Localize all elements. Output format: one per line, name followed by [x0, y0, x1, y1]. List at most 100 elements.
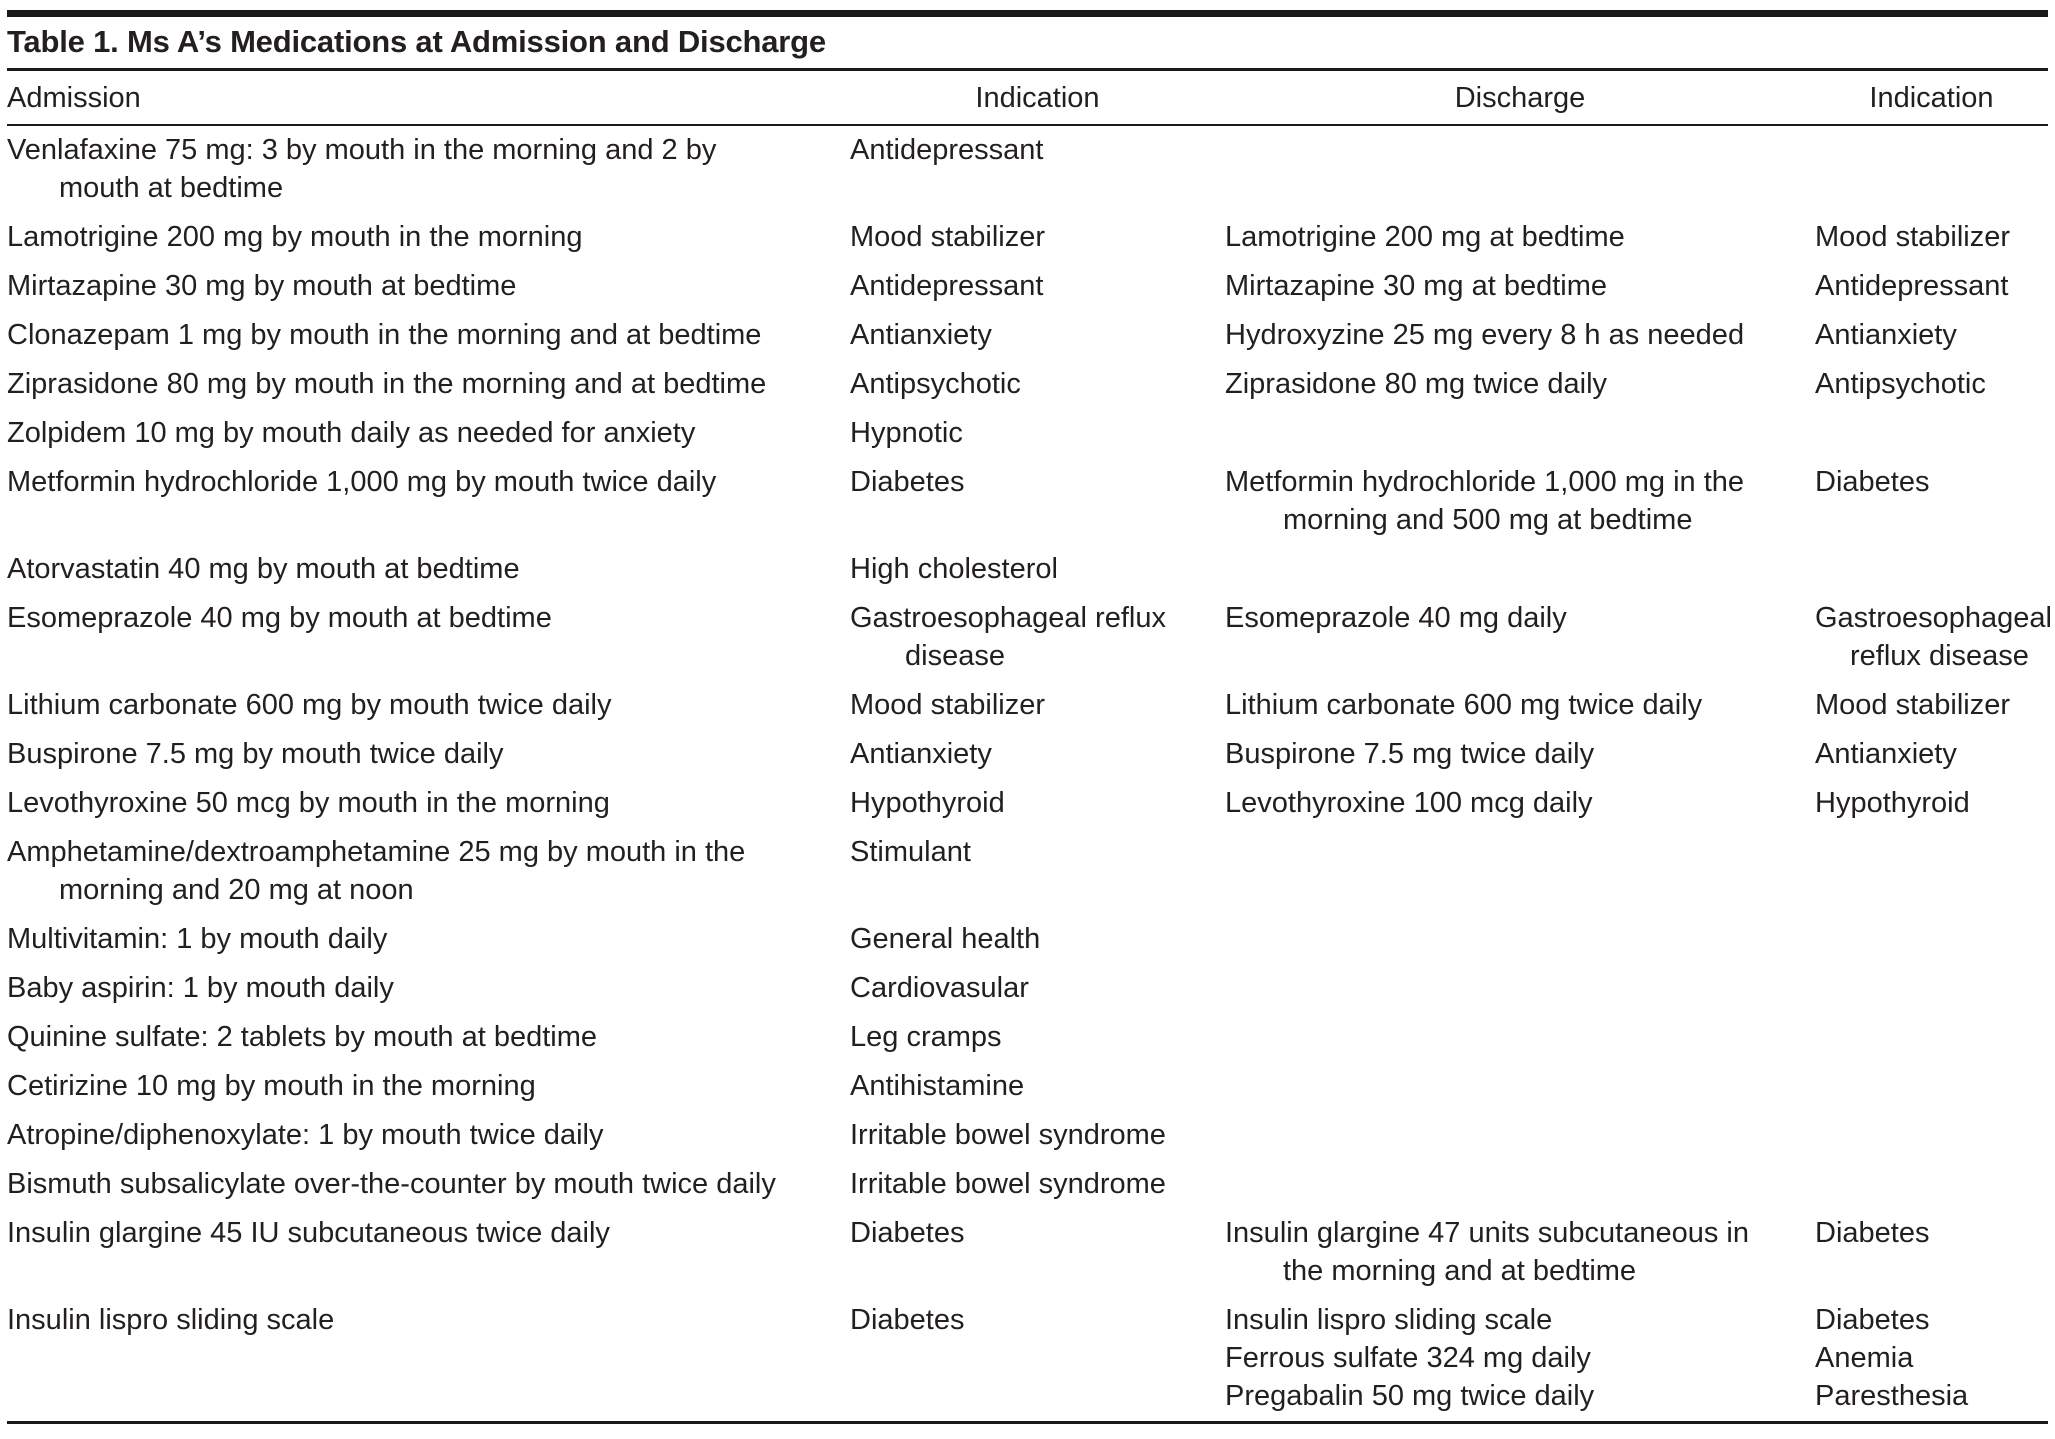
cell-line: Buspirone 7.5 mg twice daily [1225, 738, 1595, 770]
admission-cell: Venlafaxine 75 mg: 3 by mouth in the mor… [7, 125, 850, 213]
table-row: Clonazepam 1 mg by mouth in the morning … [7, 311, 2048, 360]
cell-line: Hypothyroid [850, 787, 1005, 819]
discharge-indication-cell [1815, 915, 2048, 964]
discharge-cell: Esomeprazole 40 mg daily [1225, 594, 1815, 681]
table-title: Table 1. Ms A’s Medications at Admission… [7, 24, 826, 59]
indication-cell: Diabetes [850, 458, 1225, 545]
cell-line: Lithium carbonate 600 mg by mouth twice … [7, 689, 612, 721]
cell-line: Pregabalin 50 mg twice daily [1225, 1380, 1595, 1412]
cell-line: Stimulant [850, 836, 971, 868]
indication-cell: Antipsychotic [850, 360, 1225, 409]
admission-cell: Multivitamin: 1 by mouth daily [7, 915, 850, 964]
cell-line: Insulin glargine 47 units subcutaneous i… [1225, 1217, 1749, 1287]
discharge-indication-cell: Diabetes [1815, 1209, 2048, 1296]
cell-line: Diabetes [1815, 1304, 1930, 1336]
cell-line: Bismuth subsalicylate over-the-counter b… [7, 1168, 776, 1200]
admission-cell: Esomeprazole 40 mg by mouth at bedtime [7, 594, 850, 681]
table-row: Levothyroxine 50 mcg by mouth in the mor… [7, 779, 2048, 828]
cell-line: Mood stabilizer [850, 221, 1046, 253]
indication-cell: Mood stabilizer [850, 213, 1225, 262]
discharge-indication-cell [1815, 1160, 2048, 1209]
cell-line: Insulin glargine 45 IU subcutaneous twic… [7, 1217, 610, 1249]
discharge-cell: Insulin glargine 47 units subcutaneous i… [1225, 1209, 1815, 1296]
discharge-indication-cell [1815, 1062, 2048, 1111]
cell-line: Antianxiety [850, 319, 992, 351]
discharge-indication-cell: Antianxiety [1815, 730, 2048, 779]
table-row: Bismuth subsalicylate over-the-counter b… [7, 1160, 2048, 1209]
cell-line: Hydroxyzine 25 mg every 8 h as needed [1225, 319, 1745, 351]
cell-line: Esomeprazole 40 mg daily [1225, 602, 1567, 634]
cell-line: Diabetes [850, 1304, 965, 1336]
title-rule [7, 68, 2048, 71]
admission-cell: Ziprasidone 80 mg by mouth in the mornin… [7, 360, 850, 409]
indication-cell: Leg cramps [850, 1013, 1225, 1062]
cell-line: Lamotrigine 200 mg at bedtime [1225, 221, 1625, 253]
cell-line: Irritable bowel syndrome [850, 1168, 1166, 1200]
cell-line: Esomeprazole 40 mg by mouth at bedtime [7, 602, 552, 634]
discharge-indication-cell: Hypothyroid [1815, 779, 2048, 828]
discharge-cell [1225, 915, 1815, 964]
cell-line: Atropine/diphenoxylate: 1 by mouth twice… [7, 1119, 604, 1151]
table-row: Mirtazapine 30 mg by mouth at bedtime Ant… [7, 262, 2048, 311]
table-row: Atropine/diphenoxylate: 1 by mouth twice… [7, 1111, 2048, 1160]
indication-cell: Irritable bowel syndrome [850, 1160, 1225, 1209]
discharge-cell [1225, 828, 1815, 915]
discharge-indication-cell [1815, 409, 2048, 458]
cell-line: Antianxiety [850, 738, 992, 770]
discharge-cell: Levothyroxine 100 mcg daily [1225, 779, 1815, 828]
cell-line: Leg cramps [850, 1021, 1002, 1053]
cell-line: Zolpidem 10 mg by mouth daily as needed … [7, 417, 696, 449]
table-row: Amphetamine/dextroamphetamine 25 mg by m… [7, 828, 2048, 915]
discharge-indication-cell [1815, 1111, 2048, 1160]
discharge-cell: Ziprasidone 80 mg twice daily [1225, 360, 1815, 409]
cell-line: Antidepressant [850, 270, 1044, 302]
discharge-indication-cell: Antipsychotic [1815, 360, 2048, 409]
table-row: Lamotrigine 200 mg by mouth in the morni… [7, 213, 2048, 262]
discharge-cell: Metformin hydrochloride 1,000 mg in the … [1225, 458, 1815, 545]
cell-line: Baby aspirin: 1 by mouth daily [7, 972, 394, 1004]
admission-cell: Atropine/diphenoxylate: 1 by mouth twice… [7, 1111, 850, 1160]
table-row: Esomeprazole 40 mg by mouth at bedtime Ga… [7, 594, 2052, 681]
cell-line: Anemia [1815, 1342, 1914, 1374]
cell-line: Mirtazapine 30 mg by mouth at bedtime [7, 270, 517, 302]
discharge-cell: Lamotrigine 200 mg at bedtime [1225, 213, 1815, 262]
cell-line: General health [850, 923, 1041, 955]
cell-line: Mood stabilizer [1815, 221, 2011, 253]
table-row: Zolpidem 10 mg by mouth daily as needed … [7, 409, 2048, 458]
discharge-cell: Mirtazapine 30 mg at bedtime [1225, 262, 1815, 311]
cell-line: Mood stabilizer [1815, 689, 2011, 721]
column-header-discharge: Discharge [1225, 71, 1815, 126]
discharge-cell [1225, 1111, 1815, 1160]
table-row: Lithium carbonate 600 mg by mouth twice … [7, 681, 2048, 730]
cell-line: Antidepressant [850, 134, 1044, 166]
admission-cell: Baby aspirin: 1 by mouth daily [7, 964, 850, 1013]
indication-cell: Antidepressant [850, 262, 1225, 311]
cell-line: Diabetes [1815, 1217, 1930, 1249]
cell-line: Hypnotic [850, 417, 963, 449]
discharge-cell [1225, 1062, 1815, 1111]
indication-cell: General health [850, 915, 1225, 964]
cell-line: Levothyroxine 100 mcg daily [1225, 787, 1593, 819]
cell-line: Antipsychotic [850, 368, 1021, 400]
admission-cell: Lamotrigine 200 mg by mouth in the morni… [7, 213, 850, 262]
top-rule-bar [7, 10, 2048, 17]
cell-line: Metformin hydrochloride 1,000 mg in the … [1225, 466, 1745, 536]
column-header-discharge-indication: Indication [1815, 71, 2048, 126]
cell-line: Quinine sulfate: 2 tablets by mouth at b… [7, 1021, 598, 1053]
admission-cell: Metformin hydrochloride 1,000 mg by mout… [7, 458, 850, 545]
admission-cell: Zolpidem 10 mg by mouth daily as needed … [7, 409, 850, 458]
indication-cell: Antidepressant [850, 125, 1225, 213]
discharge-indication-cell: Gastroesophageal reflux disease [1815, 594, 2052, 681]
table-body: Venlafaxine 75 mg: 3 by mouth in the mor… [7, 125, 2052, 1423]
indication-cell: High cholesterol [850, 545, 1225, 594]
admission-cell: Insulin glargine 45 IU subcutaneous twic… [7, 1209, 850, 1296]
admission-cell: Atorvastatin 40 mg by mouth at bedtime [7, 545, 850, 594]
discharge-indication-cell [1815, 1013, 2048, 1062]
cell-line: Insulin lispro sliding scale [7, 1304, 335, 1336]
indication-cell: Cardiovasular [850, 964, 1225, 1013]
indication-cell: Irritable bowel syndrome [850, 1111, 1225, 1160]
